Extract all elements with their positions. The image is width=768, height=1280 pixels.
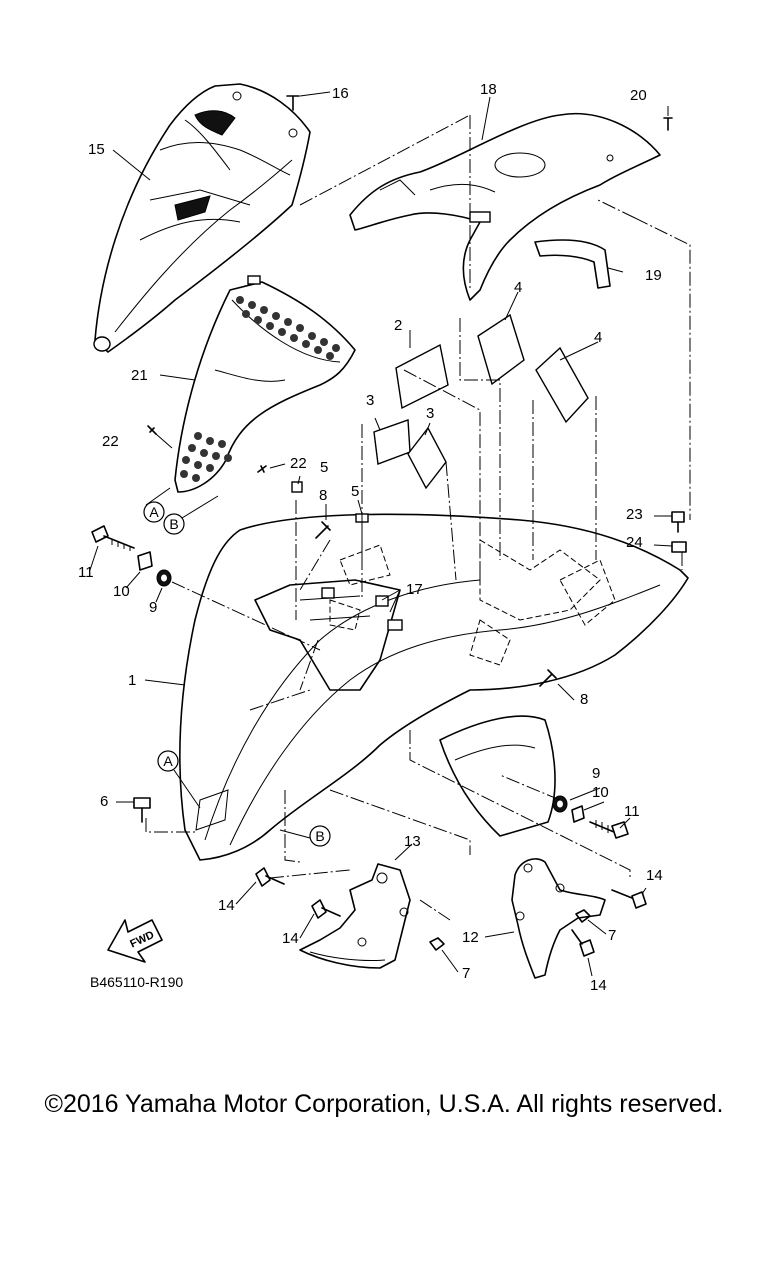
callout-14a: 14 — [218, 897, 235, 914]
callout-17: 17 — [406, 581, 423, 598]
ref-markers: A B A B — [143, 487, 331, 847]
callout-5a: 5 — [320, 459, 328, 476]
part-9-grommet-a — [156, 569, 172, 587]
callout-14c: 14 — [646, 867, 663, 884]
callout-11b: 11 — [624, 803, 640, 820]
part-14-bolt-a — [255, 867, 285, 887]
part-14-bolt-b — [311, 899, 341, 919]
part-22-screws — [147, 425, 286, 473]
svg-text:B: B — [169, 516, 178, 532]
part-16-screw — [286, 91, 331, 111]
part-10-collar-a — [137, 551, 153, 571]
svg-text:B: B — [315, 828, 324, 844]
ref-a-upper: A — [143, 487, 171, 523]
part-7-nut-b — [575, 909, 591, 923]
part-1-front-fender — [179, 513, 689, 861]
callout-15: 15 — [88, 141, 105, 158]
part-13-bracket — [299, 863, 411, 969]
diagram-code: B465110-R190 — [90, 974, 183, 990]
callout-21: 21 — [131, 367, 148, 384]
callout-3a: 3 — [366, 392, 374, 409]
callout-11a: 11 — [78, 564, 94, 581]
part-19-strip — [534, 239, 611, 289]
callout-12: 12 — [462, 929, 479, 946]
callout-13: 13 — [404, 833, 421, 850]
parts-diagram: A B A B 1 2 3 3 4 4 5 5 6 7 7 8 8 — [78, 81, 691, 994]
ref-a-lower: A — [157, 750, 201, 809]
callout-10b: 10 — [592, 784, 609, 801]
part-5-clip-a — [291, 481, 303, 493]
ref-b-lower: B — [279, 825, 331, 847]
part-10-collar-b — [571, 805, 585, 823]
callout-7b: 7 — [608, 927, 616, 944]
callout-22a: 22 — [102, 433, 119, 450]
callout-8b: 8 — [580, 691, 588, 708]
callout-numbers: 1 2 3 3 4 4 5 5 6 7 7 8 8 9 9 10 10 11 1… — [78, 81, 663, 994]
ref-b-upper: B — [163, 495, 219, 535]
part-3-pad-b — [407, 426, 447, 490]
callout-4b: 4 — [594, 329, 602, 346]
callout-24: 24 — [626, 534, 643, 551]
part-4-pad-b — [535, 346, 589, 424]
part-14-bolt-c — [611, 889, 647, 909]
part-7-nut-a — [429, 937, 445, 951]
callout-22b: 22 — [290, 455, 307, 472]
grille-mesh — [180, 296, 340, 482]
part-3-pad-a — [373, 419, 411, 465]
callout-4a: 4 — [514, 279, 522, 296]
part-2-pad — [395, 343, 449, 410]
callout-20: 20 — [630, 87, 647, 104]
callout-2: 2 — [394, 317, 402, 334]
fwd-arrow-icon: FWD — [107, 919, 163, 963]
callout-1: 1 — [128, 672, 136, 689]
callout-7a: 7 — [462, 965, 470, 982]
part-15-front-cowl — [93, 83, 311, 353]
callout-9b: 9 — [592, 765, 600, 782]
callout-14b: 14 — [282, 930, 299, 947]
callout-9a: 9 — [149, 599, 157, 616]
part-20-screw — [663, 106, 673, 131]
part-7-nuts — [429, 909, 591, 951]
part-4-pad-a — [477, 313, 525, 386]
callout-5b: 5 — [351, 483, 359, 500]
svg-text:A: A — [163, 753, 173, 769]
part-12-bracket — [511, 858, 606, 979]
copyright-notice: ©2016 Yamaha Motor Corporation, U.S.A. A… — [44, 1090, 724, 1118]
part-11-bolt-b — [589, 820, 629, 839]
callout-23: 23 — [626, 506, 643, 523]
svg-text:A: A — [149, 504, 159, 520]
callout-19: 19 — [645, 267, 662, 284]
part-24-nut — [671, 541, 687, 553]
callout-3b: 3 — [426, 405, 434, 422]
callout-6: 6 — [100, 793, 108, 810]
part-9-grommet-b — [552, 795, 568, 813]
part-23-bolt — [671, 511, 685, 533]
callout-16: 16 — [332, 85, 349, 102]
callout-10a: 10 — [113, 583, 130, 600]
part-8-bolt-b — [539, 669, 557, 687]
part-14-bolt-d — [571, 929, 595, 957]
callout-18: 18 — [480, 81, 497, 98]
callout-8a: 8 — [319, 487, 327, 504]
part-14-bolts — [255, 867, 647, 957]
callout-14d: 14 — [590, 977, 607, 994]
callout-leaders — [112, 96, 624, 938]
small-leaders — [89, 475, 673, 977]
part-21-grille — [174, 275, 356, 493]
part-18-rear-fender — [349, 112, 661, 301]
part-6-bolt — [133, 797, 151, 823]
alignment-lines — [145, 114, 691, 921]
svg-text:FWD: FWD — [128, 929, 156, 950]
pads — [373, 313, 589, 490]
part-11-bolt-a — [91, 525, 135, 551]
part-8-bolt-a — [315, 521, 331, 539]
